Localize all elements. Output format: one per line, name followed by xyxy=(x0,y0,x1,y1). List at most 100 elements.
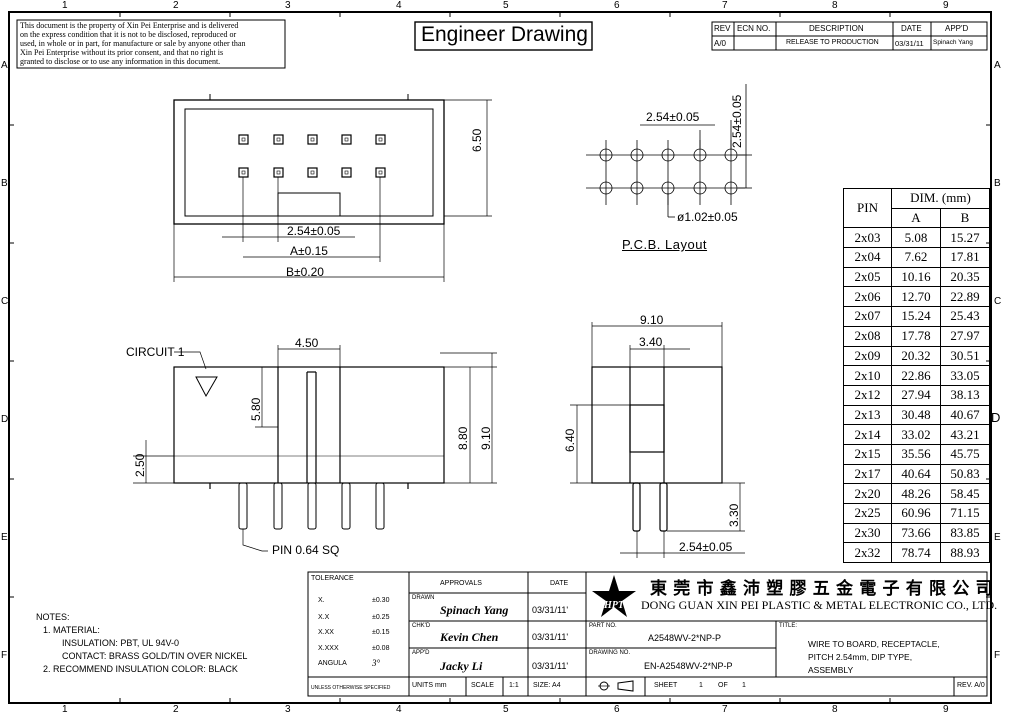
dim-cell-a: 33.02 xyxy=(891,424,941,445)
disclaimer-line-4: Xin Pei Enterprise without its prior con… xyxy=(20,48,224,57)
tol-row-1-value: ±0.30 xyxy=(372,597,390,604)
units-label: UNITS mm xyxy=(412,682,447,689)
part-no-label: PART NO. xyxy=(589,623,617,629)
pin-size-label: PIN 0.64 SQ xyxy=(272,543,340,557)
rev-value-description: RELEASE TO PRODUCTION xyxy=(786,39,879,46)
rev-header-date: DATE xyxy=(901,24,922,33)
drawing-no-label: DRAWING NO. xyxy=(589,650,631,656)
grid-row-e-right: E xyxy=(994,532,1001,543)
grid-row-e: E xyxy=(1,532,8,543)
col-b-header: B xyxy=(940,207,990,229)
pcb-dim-hole: ø1.02±0.05 xyxy=(677,210,738,224)
dim-cell-pin: 2x07 xyxy=(843,306,892,327)
dim-cell-b: 22.89 xyxy=(940,286,990,308)
date-title: DATE xyxy=(550,580,569,587)
tolerance-footer: UNLESS OTHERWISE SPECIFIED xyxy=(311,685,391,691)
sheet-total: 1 xyxy=(742,682,746,689)
dim-cell-pin: 2x10 xyxy=(843,365,892,386)
dim-cell-pin: 2x08 xyxy=(843,325,892,347)
grid-row-d-right: D xyxy=(991,410,1001,425)
drawing-no-value: EN-A2548WV-2*NP-P xyxy=(644,661,733,671)
dim-cell-a: 30.48 xyxy=(891,404,941,426)
front-dim-910: 9.10 xyxy=(479,426,493,450)
side-dim-254: 2.54±0.05 xyxy=(679,540,733,554)
grid-row-b-right: B xyxy=(994,178,1001,189)
pcb-layout-label: P.C.B. Layout xyxy=(622,237,708,252)
grid-col-5-bottom: 5 xyxy=(503,704,509,715)
sheet-label: SHEET xyxy=(654,682,678,689)
tol-row-4-value: ±0.08 xyxy=(372,645,390,652)
grid-col-4: 4 xyxy=(396,0,402,11)
dim-height-650: 6.50 xyxy=(470,128,484,152)
dim-cell-a: 27.94 xyxy=(891,384,941,406)
dim-cell-pin: 2x05 xyxy=(843,266,892,288)
dim-cell-b: 38.13 xyxy=(940,384,990,406)
dim-cell-pin: 2x25 xyxy=(843,503,892,524)
grid-col-2-bottom: 2 xyxy=(173,704,179,715)
dim-cell-b: 83.85 xyxy=(940,522,990,544)
tol-row-1-label: X. xyxy=(318,597,325,604)
dim-cell-b: 88.93 xyxy=(940,542,990,564)
col-a-header: A xyxy=(891,207,941,229)
title-line-1: WIRE TO BOARD, RECEPTACLE, xyxy=(808,639,940,649)
approvals-title: APPROVALS xyxy=(440,580,482,587)
rev-value-date: 03/31/11 xyxy=(895,39,924,48)
dim-cell-b: 27.97 xyxy=(940,325,990,347)
dim-cell-a: 12.70 xyxy=(891,286,941,308)
grid-col-7: 7 xyxy=(722,0,728,11)
scale-value: 1:1 xyxy=(509,682,519,689)
grid-col-5: 5 xyxy=(503,0,509,11)
grid-col-9-bottom: 9 xyxy=(943,704,949,715)
side-dim-340: 3.40 xyxy=(639,335,663,349)
dim-pitch-254: 2.54±0.05 xyxy=(287,224,341,238)
rev-header-ecn: ECN NO. xyxy=(737,24,771,33)
notes-line-4: 2. RECOMMEND INSULATION COLOR: BLACK xyxy=(43,664,238,674)
dim-cell-pin: 2x04 xyxy=(843,247,892,268)
dim-cell-pin: 2x13 xyxy=(843,404,892,426)
dim-cell-a: 22.86 xyxy=(891,365,941,386)
grid-col-1: 1 xyxy=(62,0,68,11)
front-dim-250: 2.50 xyxy=(133,453,147,477)
grid-row-a-right: A xyxy=(994,60,1001,71)
rev-header-rev: REV xyxy=(714,24,731,33)
drawn-label: DRAWN xyxy=(412,595,435,601)
dim-cell-b: 71.15 xyxy=(940,503,990,524)
dim-cell-pin: 2x14 xyxy=(843,424,892,445)
rev-value: REV. A/0 xyxy=(957,682,985,689)
dim-cell-pin: 2x20 xyxy=(843,483,892,504)
dim-cell-pin: 2x03 xyxy=(843,227,892,249)
dim-cell-b: 30.51 xyxy=(940,345,990,367)
rev-header-description: DESCRIPTION xyxy=(809,24,864,33)
dim-b: B±0.20 xyxy=(286,265,324,279)
notes-line-1: 1. MATERIAL: xyxy=(43,625,100,635)
side-dim-640: 6.40 xyxy=(563,428,577,452)
grid-col-8: 8 xyxy=(832,0,838,11)
dim-cell-b: 45.75 xyxy=(940,443,990,465)
grid-col-2: 2 xyxy=(173,0,179,11)
chkd-name: Kevin Chen xyxy=(440,630,499,644)
appd-name: Jacky Li xyxy=(440,659,483,673)
dim-cell-b: 50.83 xyxy=(940,463,990,485)
dim-cell-pin: 2x30 xyxy=(843,522,892,544)
title-line-3: ASSEMBLY xyxy=(808,665,854,675)
front-dim-450: 4.50 xyxy=(295,336,319,350)
rev-header-appd: APP'D xyxy=(945,24,969,33)
grid-row-b: B xyxy=(1,178,8,189)
of-label: OF xyxy=(718,682,728,689)
dim-cell-a: 5.08 xyxy=(891,227,941,249)
dim-cell-pin: 2x09 xyxy=(843,345,892,367)
notes-line-3: CONTACT: BRASS GOLD/TIN OVER NICKEL xyxy=(62,651,248,661)
grid-row-c: C xyxy=(1,296,9,307)
